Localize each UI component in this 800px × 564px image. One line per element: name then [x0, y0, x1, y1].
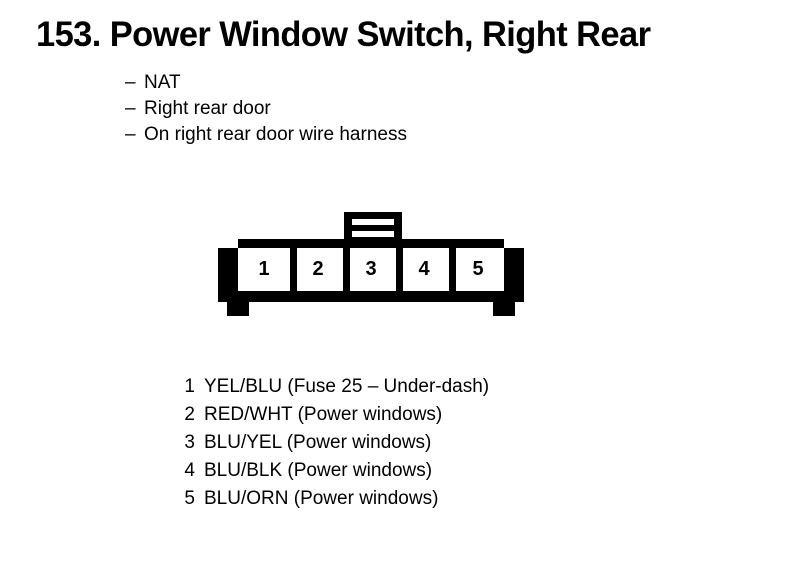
page-title: 153. Power Window Switch, Right Rear — [36, 15, 651, 54]
pin-legend-row: 3 BLU/YEL (Power windows) — [178, 429, 489, 457]
pin-legend-description: BLU/ORN (Power windows) — [204, 488, 439, 509]
pin-legend-description: BLU/YEL (Power windows) — [204, 432, 432, 453]
pin-number-3: 3 — [365, 258, 377, 280]
description-item: –NAT — [125, 70, 407, 96]
connector-cavity — [238, 248, 504, 291]
pin-legend-row: 4 BLU/BLK (Power windows) — [178, 457, 489, 485]
connector-shoulder-notch-right — [504, 239, 524, 248]
connector-latch-tab-icon — [344, 212, 402, 242]
pin-legend-number: 5 — [184, 488, 195, 509]
description-item-label: Right rear door — [144, 98, 271, 119]
latch-slot — [352, 219, 394, 225]
description-item: –On right rear door wire harness — [125, 122, 407, 148]
connector-foot-left — [227, 291, 249, 316]
pin-number-4: 4 — [418, 258, 430, 280]
description-item-label: NAT — [144, 72, 181, 93]
description-item-label: On right rear door wire harness — [144, 124, 407, 145]
connector-base-rail — [218, 291, 524, 302]
pin-legend: 1 YEL/BLU (Fuse 25 – Under-dash) 2 RED/WHT… — [178, 373, 489, 513]
connector-housing — [218, 239, 524, 291]
pin-legend-description: RED/WHT (Power windows) — [204, 404, 443, 425]
pin-legend-number: 1 — [184, 376, 195, 397]
connector-diagram: 1 2 3 4 5 — [218, 212, 524, 320]
bullet-dash: – — [125, 72, 136, 93]
pin-legend-row: 1 YEL/BLU (Fuse 25 – Under-dash) — [178, 373, 489, 401]
pin-legend-row: 5 BLU/ORN (Power windows) — [178, 485, 489, 513]
pin-legend-description: YEL/BLU (Fuse 25 – Under-dash) — [204, 376, 490, 397]
pin-legend-number: 2 — [184, 404, 195, 425]
latch-slot — [352, 231, 394, 237]
pin-legend-description: BLU/BLK (Power windows) — [204, 460, 433, 481]
pin-legend-row: 2 RED/WHT (Power windows) — [178, 401, 489, 429]
pin-legend-number: 4 — [184, 460, 195, 481]
pin-legend-number: 3 — [184, 432, 195, 453]
connector-foot-right — [493, 291, 515, 316]
pin-cell-divider — [343, 248, 350, 291]
description-item: –Right rear door — [125, 96, 407, 122]
bullet-dash: – — [125, 124, 136, 145]
pin-number-5: 5 — [472, 258, 484, 280]
pin-cell-divider — [449, 248, 456, 291]
pin-number-1: 1 — [258, 258, 270, 280]
pin-cell-divider — [396, 248, 403, 291]
pin-cell-divider — [290, 248, 297, 291]
pin-number-2: 2 — [312, 258, 324, 280]
connector-shoulder-notch-left — [218, 239, 238, 248]
bullet-dash: – — [125, 98, 136, 119]
description-list: –NAT –Right rear door –On right rear doo… — [125, 70, 407, 148]
